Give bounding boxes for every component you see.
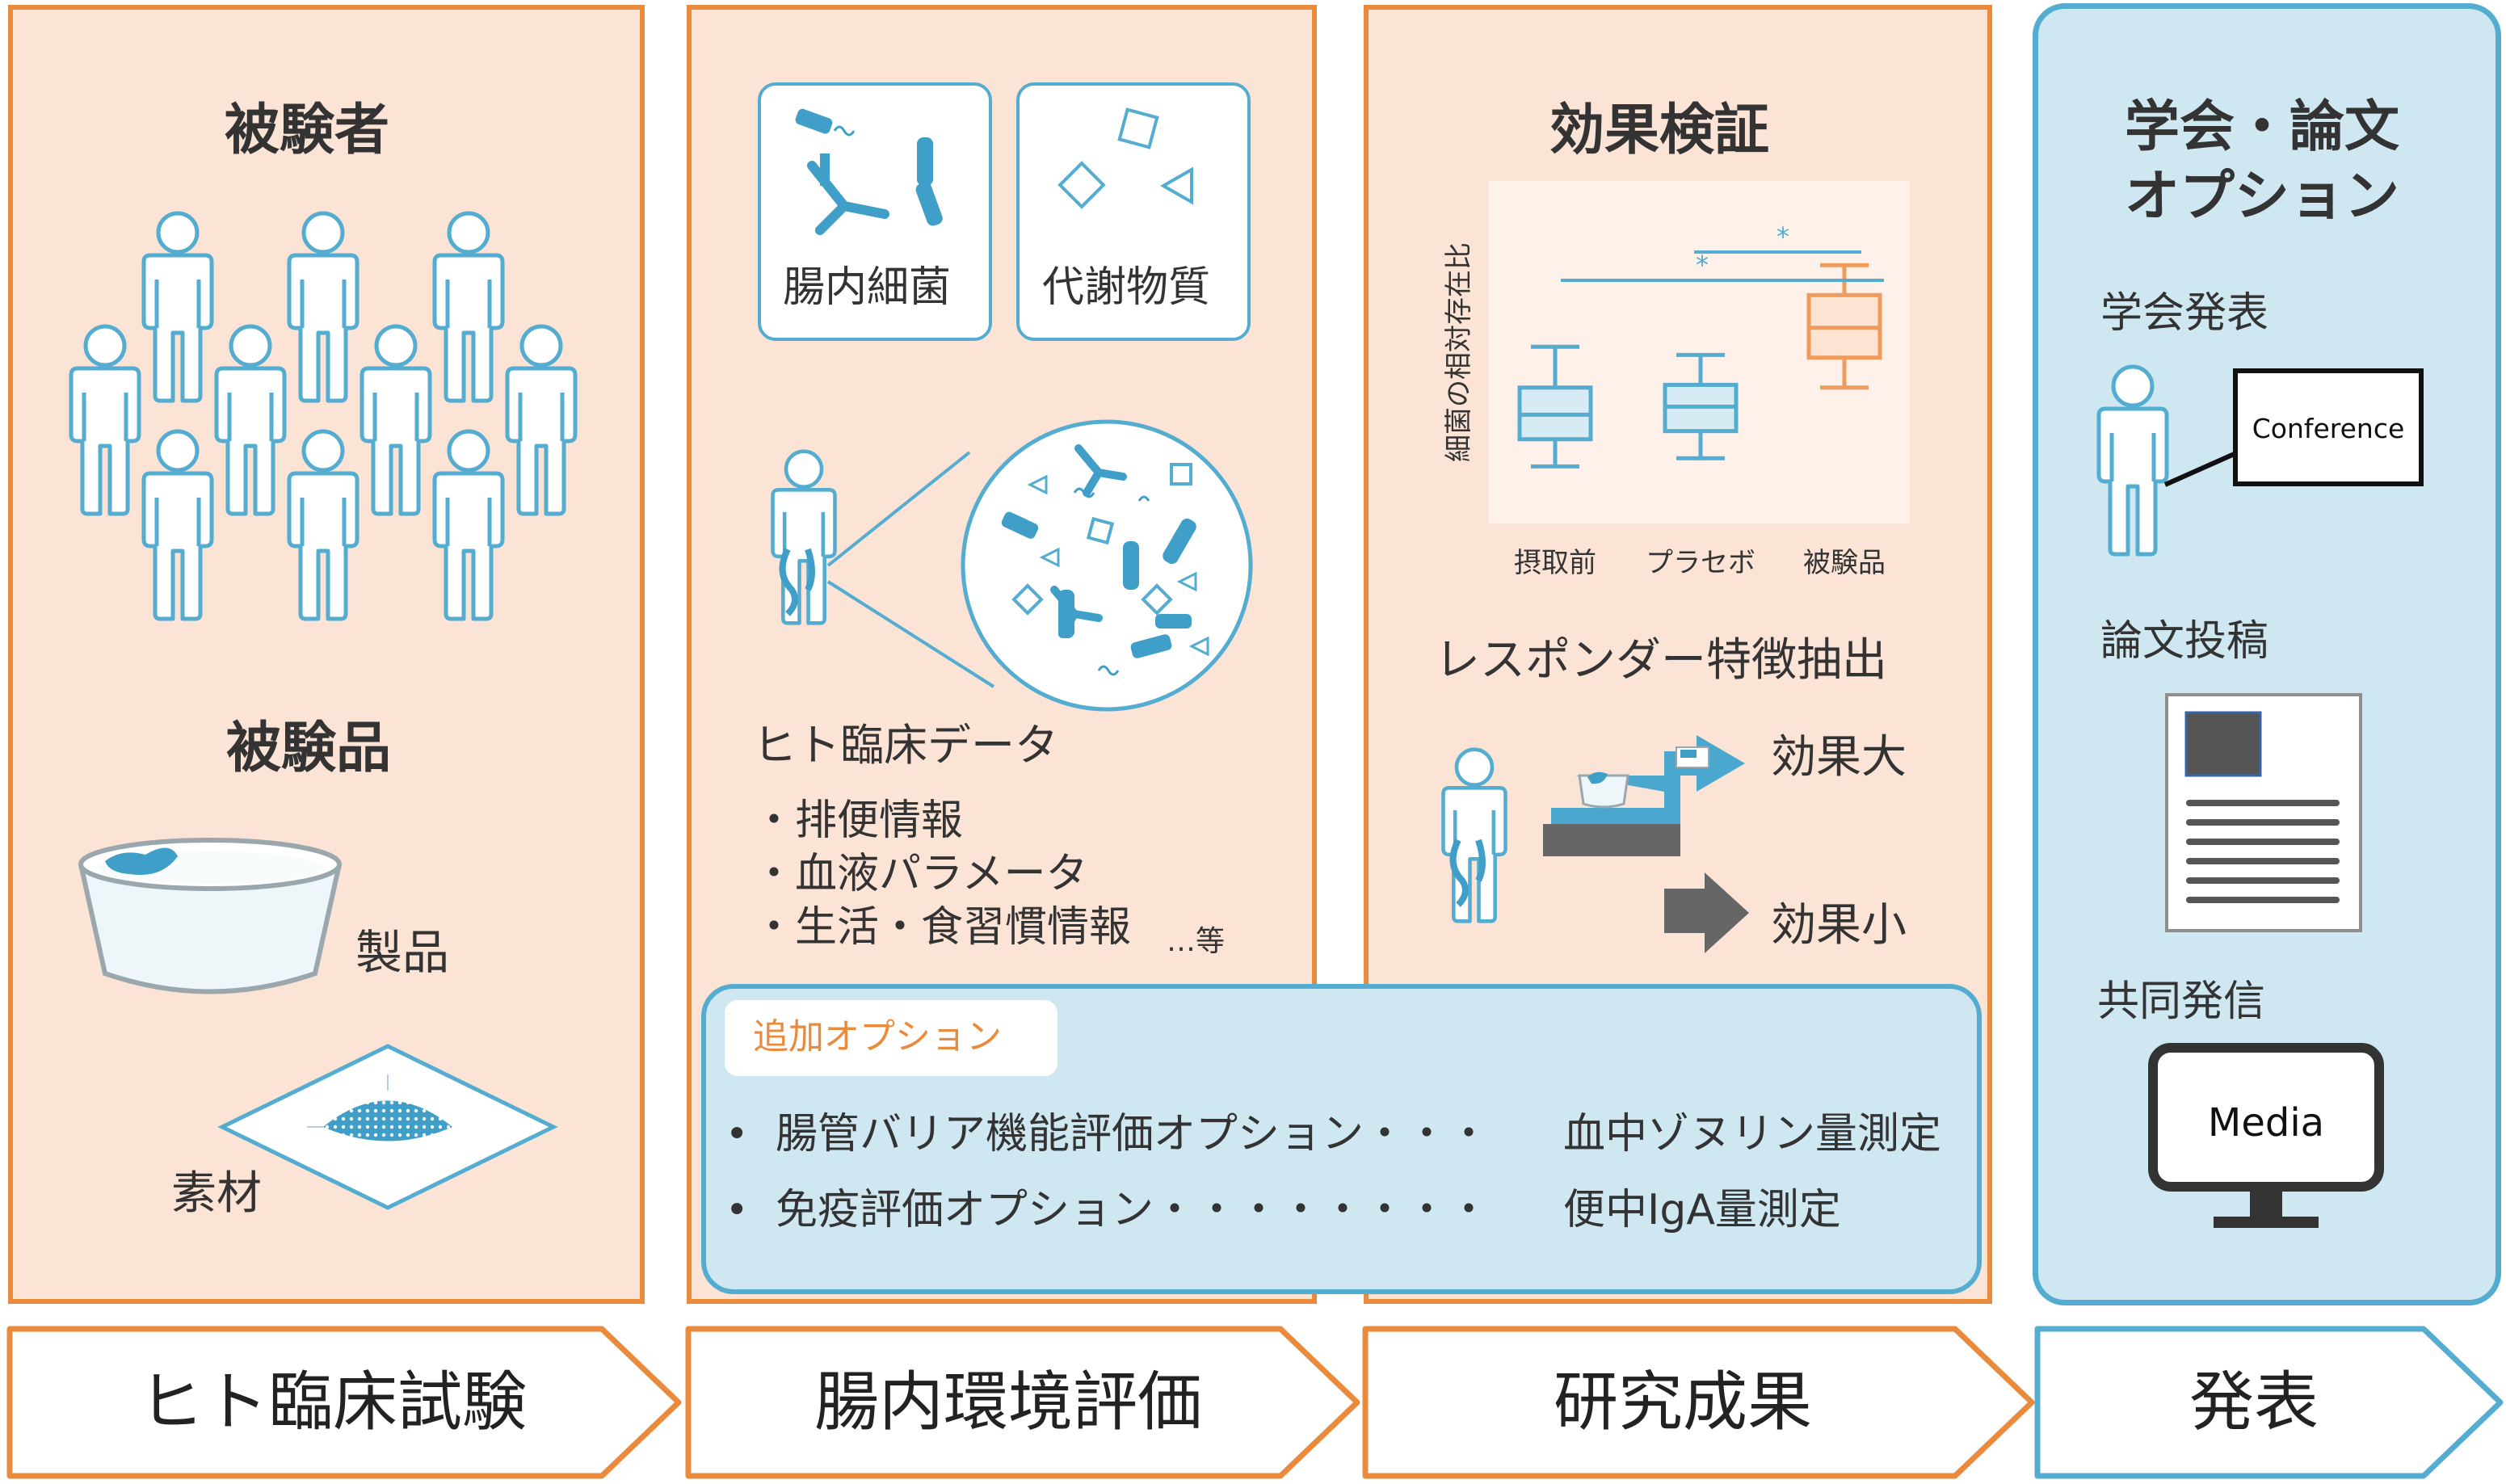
chart-category-label: 摂取前 [1514,547,1596,579]
joint-title: 共同発信 [2097,977,2266,1026]
material-powder-icon [217,1044,558,1210]
step-publication: 発表 [2189,1364,2319,1440]
publication-title-line1: 学会・論文 [2125,95,2400,159]
person-zoom-icon [751,419,1253,712]
metabolites-card [1016,82,1251,341]
step-chevrons [6,1326,2504,1479]
product-label: 製品 [355,925,450,980]
conference-title: 学会発表 [2100,289,2269,338]
responder-title: レスポンダー特徴抽出 [1435,634,1887,687]
monitor-icon [2148,1043,2384,1228]
subjects-group-icon [57,210,606,614]
test-item-title: 被験品 [226,717,392,780]
option-detail: 便中IgA量測定 [1563,1186,1841,1234]
metabolites-label: 代謝物質 [1042,263,1211,312]
clinical-item: ・血液パラメータ [753,850,1088,898]
step-research-results: 研究成果 [1554,1364,1812,1440]
option-bullet: • [725,1112,749,1157]
chart-category-label: 被験品 [1803,547,1886,579]
conference-screen [2233,368,2424,486]
clinical-data-title: ヒト臨床データ [753,720,1058,771]
paper-title: 論文投稿 [2100,617,2269,666]
step-gut-environment: 腸内環境評価 [814,1364,1202,1440]
options-tag [725,1000,1057,1076]
metabolites-icon [1057,107,1193,209]
option-name: 腸管バリア機能評価オプション・・・ [776,1110,1491,1158]
chart-ylabel: 細菌の相対存在比 [1443,242,1475,462]
publication-title-line2: オプション [2125,165,2400,229]
clinical-item: ・生活・食習慣情報 [753,903,1132,952]
step-clinical-trial: ヒト臨床試験 [139,1364,527,1440]
box-plot-chart: ** [1517,221,1884,469]
options-tag-label: 追加オプション [753,1016,1002,1057]
effect-large-label: 効果大 [1771,731,1907,784]
conference-screen-label: Conference [2252,413,2405,444]
paper-document-icon [2165,693,2362,932]
etc-label: …等 [1167,925,1226,958]
significance-mark: * [1776,221,1789,252]
bacteria-icon [795,108,943,235]
effect-verification-title: 効果検証 [1549,99,1770,162]
effect-small-label: 効果小 [1771,899,1907,952]
conference-presenter-icon [2076,355,2239,565]
subjects-title: 被験者 [225,99,390,162]
significance-mark: * [1696,250,1709,280]
option-bullet: • [725,1188,749,1233]
chart-category-label: プラセボ [1646,547,1755,579]
responder-flow-icon [1422,735,1749,953]
option-name: 免疫評価オプション・・・・・・・・ [776,1186,1491,1234]
yogurt-bowl-icon [78,838,342,994]
media-screen-label: Media [2207,1100,2325,1146]
clinical-item: ・排便情報 [753,797,964,845]
material-label: 素材 [171,1167,262,1220]
option-detail: 血中ゾヌリン量測定 [1563,1110,1942,1158]
gut-bacteria-label: 腸内細菌 [783,263,952,312]
